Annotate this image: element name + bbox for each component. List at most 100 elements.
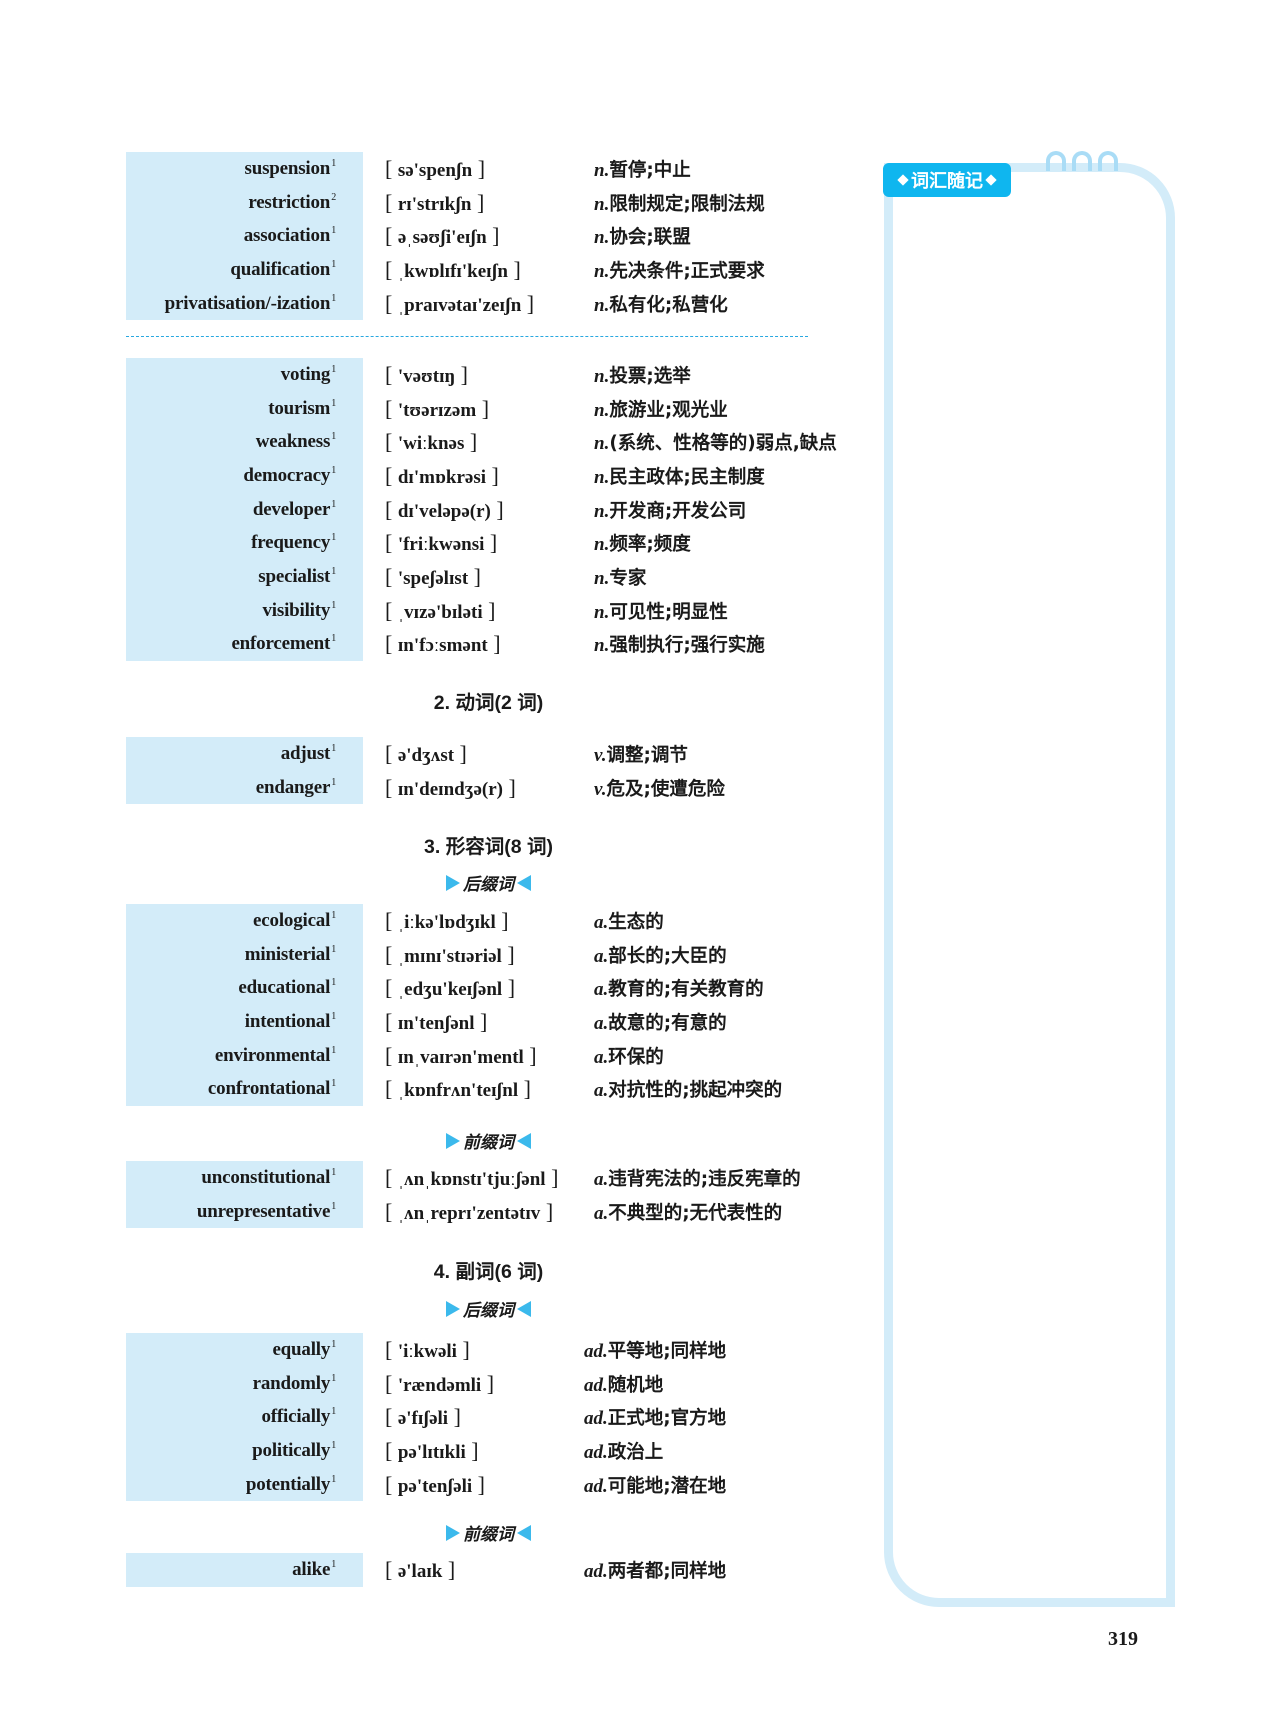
phonetic: 'rændəmli [397, 1374, 482, 1396]
definition: 部长的;大臣的 [608, 945, 727, 967]
phonetic: sə'spenʃn [397, 159, 473, 181]
definition: 私有化;私营化 [609, 294, 728, 316]
definition: 调整;调节 [606, 744, 688, 766]
vocab-row: developer1[ dɪ'veləpə(r) ]n.开发商;开发公司 [252, 496, 747, 522]
definition: 故意的;有意的 [608, 1012, 727, 1034]
headword: intentional [244, 1010, 331, 1032]
headword: potentially [245, 1473, 331, 1495]
phonetic: ˌiːkə'lɒdʒɪkl [397, 911, 496, 933]
headword: enforcement [231, 633, 331, 655]
notes-panel[interactable] [884, 163, 1175, 1607]
definition: 投票;选举 [609, 365, 691, 387]
page-number: 319 [1108, 1628, 1138, 1650]
definition: 协会;联盟 [609, 227, 691, 249]
headword: adjust [280, 742, 331, 764]
definition: (系统、性格等的)弱点,缺点 [609, 433, 837, 455]
part-of-speech: ad. [584, 1475, 608, 1497]
frequency-mark: 1 [331, 464, 336, 476]
definition: 限制规定;限制法规 [609, 193, 765, 215]
vocab-row: alike1[ ə'laɪk ]ad.两者都;同样地 [292, 1556, 727, 1582]
section-heading-verbs: 2. 动词(2 词) [433, 692, 544, 714]
triangle-right-icon [446, 1132, 460, 1149]
vocab-row: unconstitutional1[ ˌʌnˌkɒnstɪ'tjuːʃənl ]… [201, 1164, 801, 1190]
definition: 先决条件;正式要求 [609, 260, 765, 282]
subheading-prefix: 前缀词 [126, 1128, 851, 1153]
phonetic: ɪn'fɔːsmənt [397, 635, 488, 657]
vocab-row: privatisation/-ization1[ ˌpraɪvətaɪ'zeɪʃ… [164, 290, 728, 316]
frequency-mark: 1 [331, 225, 336, 237]
subheading-suffix: 后缀词 [126, 1296, 851, 1321]
adjective-prefix-block: unconstitutional1[ ˌʌnˌkɒnstɪ'tjuːʃənl ]… [126, 1161, 851, 1229]
definition: 不典型的;无代表性的 [608, 1202, 783, 1224]
section-heading-adjectives: 3. 形容词(8 词) [424, 836, 553, 858]
definition: 两者都;同样地 [607, 1560, 727, 1582]
headword: frequency [251, 532, 331, 554]
vocab-row: equally1[ 'iːkwəli ]ad.平等地;同样地 [272, 1336, 727, 1362]
verb-block: adjust1[ ə'dʒʌst ]v.调整;调节 endanger1[ ɪn'… [126, 737, 851, 805]
part-of-speech: n. [594, 365, 610, 387]
triangle-right-icon [446, 1300, 460, 1317]
part-of-speech: v. [594, 744, 607, 766]
headword: privatisation/-ization [164, 292, 331, 314]
phonetic: ˌmɪnɪ'stɪəriəl [397, 945, 502, 967]
definition: 民主政体;民主制度 [609, 466, 765, 488]
part-of-speech: n. [594, 534, 610, 556]
frequency-mark: 1 [331, 1406, 336, 1418]
headword: developer [252, 498, 331, 520]
adverb-prefix-block: alike1[ ə'laɪk ]ad.两者都;同样地 [126, 1553, 851, 1587]
phonetic: pə'lɪtɪkli [397, 1441, 466, 1463]
subheading-label: 后缀词 [463, 875, 514, 895]
frequency-mark: 1 [331, 1473, 336, 1485]
phonetic: 'friːkwənsi [397, 534, 485, 556]
headword: randomly [252, 1372, 331, 1394]
part-of-speech: a. [594, 945, 609, 967]
phonetic: dɪ'veləpə(r) [397, 500, 491, 522]
adverb-suffix-block: equally1[ 'iːkwəli ]ad.平等地;同样地 randomly1… [126, 1333, 851, 1502]
headword: specialist [258, 565, 331, 587]
part-of-speech: a. [594, 1168, 609, 1190]
phonetic: ˌvɪzə'bɪləti [397, 601, 483, 623]
triangle-left-icon [517, 1524, 531, 1541]
phonetic: ə'fɪʃəli [397, 1408, 449, 1430]
headword: democracy [243, 464, 331, 486]
vocab-row: randomly1[ 'rændəmli ]ad.随机地 [252, 1370, 664, 1396]
binder-rings-icon [1046, 151, 1118, 171]
adjective-suffix-block: ecological1[ ˌiːkə'lɒdʒɪkl ]a.生态的 minist… [126, 904, 851, 1107]
part-of-speech: n. [594, 399, 610, 421]
part-of-speech: n. [594, 433, 610, 455]
vocab-row: democracy1[ dɪ'mɒkrəsi ]n.民主政体;民主制度 [243, 462, 765, 488]
definition: 旅游业;观光业 [609, 399, 728, 421]
definition: 随机地 [607, 1374, 664, 1396]
triangle-left-icon [517, 1300, 531, 1317]
definition: 可能地;潜在地 [607, 1475, 727, 1497]
vocab-row: ministerial1[ ˌmɪnɪ'stɪəriəl ]a.部长的;大臣的 [244, 941, 727, 967]
vocab-row: visibility1[ ˌvɪzə'bɪləti ]n.可见性;明显性 [262, 597, 728, 623]
frequency-mark: 1 [331, 498, 336, 510]
definition: 违背宪法的;违反宪章的 [608, 1168, 801, 1190]
phonetic: əˌsəʊʃi'eɪʃn [397, 227, 487, 249]
part-of-speech: n. [594, 567, 610, 589]
phonetic: ˌkɒnfrʌn'teɪʃnl [397, 1080, 519, 1102]
word-column-highlight [126, 1333, 363, 1502]
headword: tourism [268, 397, 331, 419]
vocab-row: politically1[ pə'lɪtɪkli ]ad.政治上 [252, 1437, 664, 1463]
part-of-speech: n. [594, 227, 610, 249]
definition: 可见性;明显性 [609, 601, 728, 623]
definition: 开发商;开发公司 [609, 500, 747, 522]
phonetic: ɪn'deɪndʒə(r) [397, 778, 503, 800]
frequency-mark: 1 [331, 565, 336, 577]
part-of-speech: v. [594, 778, 607, 800]
triangle-right-icon [446, 874, 460, 891]
phonetic: ˌkwɒlɪfɪ'keɪʃn [397, 260, 508, 282]
frequency-mark: 1 [331, 1200, 336, 1212]
subheading-prefix: 前缀词 [126, 1520, 851, 1545]
frequency-mark: 1 [331, 397, 336, 409]
section-heading-adverbs: 4. 副词(6 词) [433, 1261, 544, 1283]
part-of-speech: n. [594, 635, 610, 657]
phonetic: rɪ'strɪkʃn [397, 193, 472, 215]
vocab-row: association1[ əˌsəʊʃi'eɪʃn ]n.协会;联盟 [243, 223, 691, 249]
part-of-speech: a. [594, 911, 609, 933]
subheading-label: 前缀词 [463, 1133, 514, 1153]
frequency-mark: 1 [331, 977, 336, 989]
frequency-mark: 1 [331, 742, 336, 754]
